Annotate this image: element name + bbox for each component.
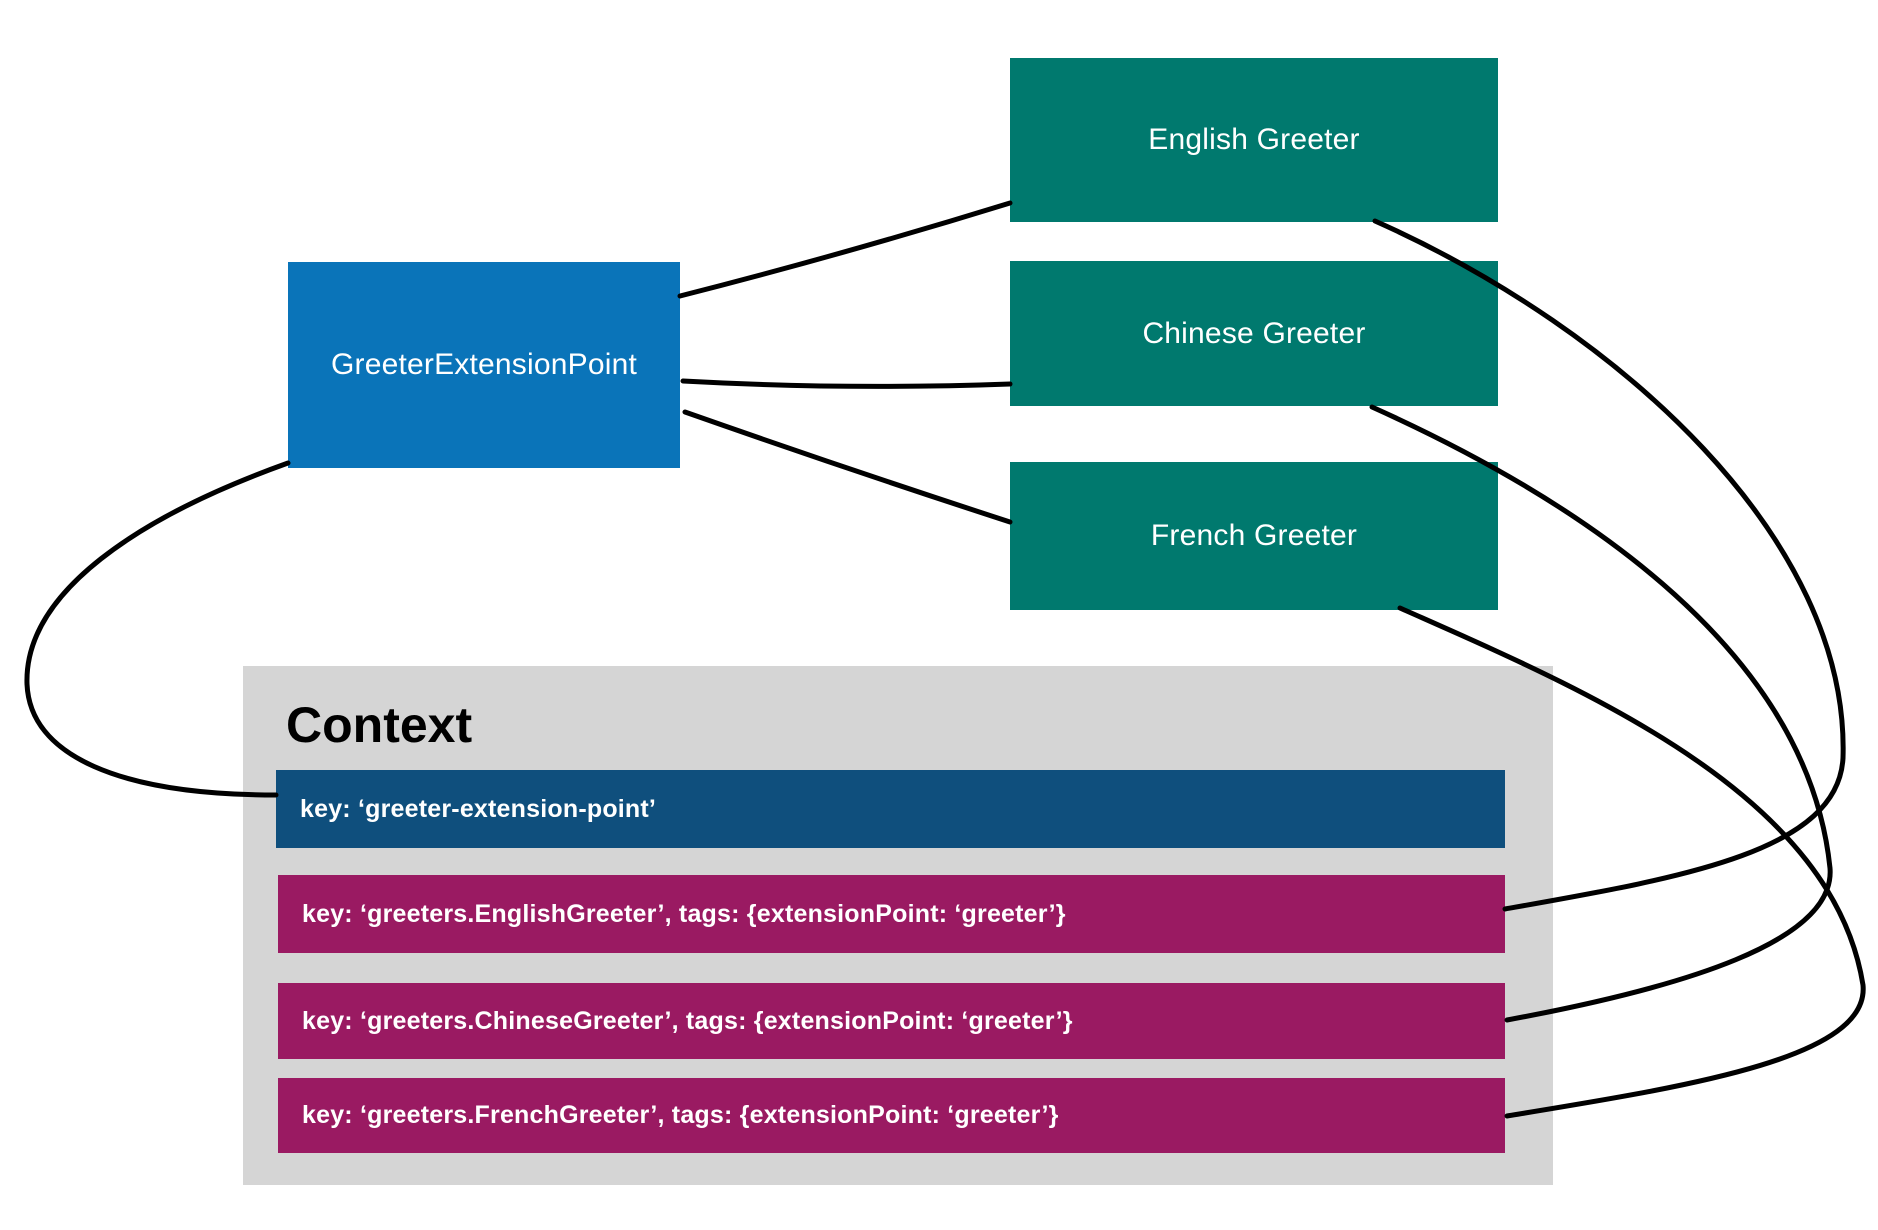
greeter-node-chinese: Chinese Greeter	[1010, 261, 1498, 406]
context-title: Context	[286, 697, 473, 753]
connector-extension-point-to-english	[677, 200, 1013, 299]
extension-point-node-label: GreeterExtensionPoint	[330, 348, 638, 381]
context-entry-chinese-greeter-label: key: ‘greeters.ChineseGreeter’, tags: {e…	[302, 1006, 1073, 1035]
greeter-node-english-label: English Greeter	[1148, 123, 1360, 156]
context-entry-english-greeter-label: key: ‘greeters.EnglishGreeter’, tags: {e…	[302, 899, 1066, 928]
context-entry-french-greeter-label: key: ‘greeters.FrenchGreeter’, tags: {ex…	[302, 1101, 1059, 1129]
greeter-node-chinese-label: Chinese Greeter	[1142, 316, 1366, 350]
context-entry-extension-point: key: ‘greeter-extension-point’	[276, 770, 1505, 848]
connector-extension-point-to-french	[682, 409, 1013, 525]
extension-point-node: GreeterExtensionPoint	[288, 262, 680, 468]
greeter-node-french-label: French Greeter	[1150, 519, 1358, 552]
connector-extension-point-to-chinese	[680, 378, 1013, 389]
context-entry-chinese-greeter: key: ‘greeters.ChineseGreeter’, tags: {e…	[278, 983, 1505, 1059]
context-entry-english-greeter: key: ‘greeters.EnglishGreeter’, tags: {e…	[278, 875, 1505, 953]
context-entry-extension-point-label: key: ‘greeter-extension-point’	[300, 794, 657, 823]
context-entry-french-greeter: key: ‘greeters.FrenchGreeter’, tags: {ex…	[278, 1078, 1505, 1153]
greeter-node-english: English Greeter	[1010, 58, 1498, 222]
greeter-node-french: French Greeter	[1010, 462, 1498, 610]
